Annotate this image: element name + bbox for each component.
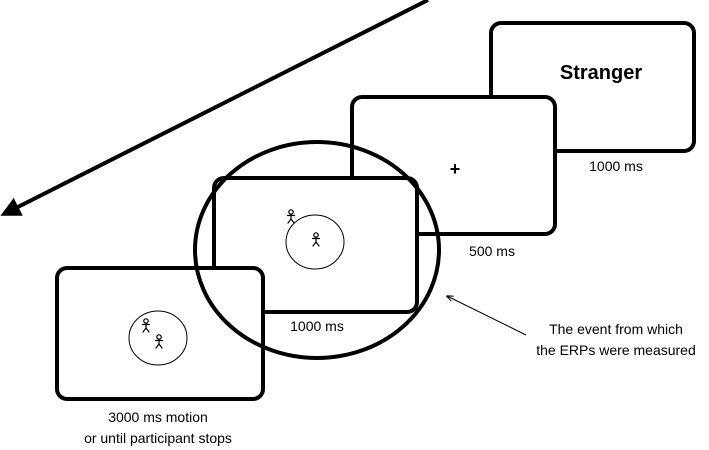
annotation-arrow [447, 296, 527, 336]
annotation-line-1: The event from which [549, 321, 683, 337]
annotation-line-2: the ERPs were measured [536, 342, 696, 358]
event-highlight-ellipse [193, 140, 441, 360]
word-stimulus: Stranger [560, 62, 642, 84]
motion-arena-circle [128, 310, 188, 366]
motion-duration-label-line-2: or until participant stops [84, 430, 232, 446]
time-arrow [0, 0, 429, 216]
motion-duration-label-line-1: 3000 ms motion [108, 409, 208, 425]
static-duration-label: 1000 ms [290, 318, 344, 334]
static-arena-circle [285, 214, 345, 270]
fixation-cross: + [450, 159, 461, 179]
word-duration-label: 1000 ms [589, 158, 643, 174]
fixation-duration-label: 500 ms [469, 243, 515, 259]
